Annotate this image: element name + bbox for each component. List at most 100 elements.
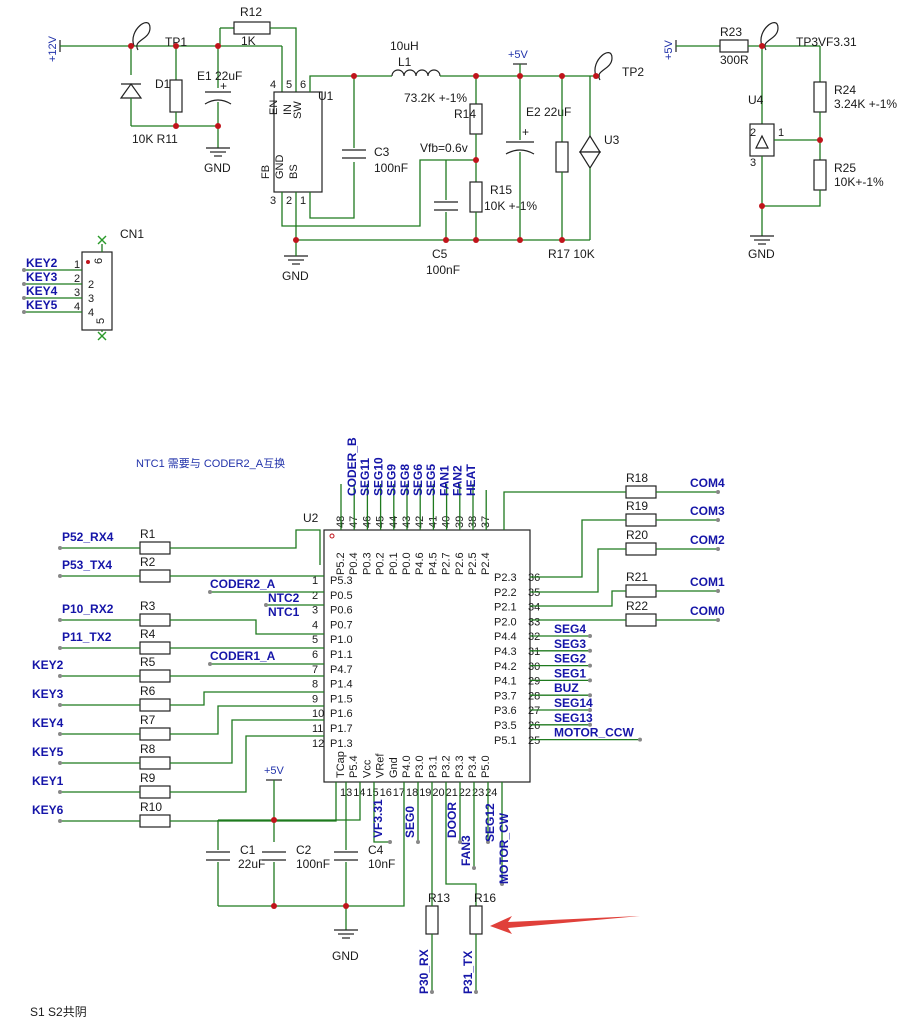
mcu-right-pin: P4.3 — [494, 646, 517, 658]
mcu-wiring — [58, 484, 720, 886]
left-net-label: P11_TX2 — [62, 630, 112, 644]
mcu-section: NTC1 需要与 CODER2_A互换 U2 P5.248P0.447P0.34… — [30, 437, 725, 1018]
left-net-label: NTC1 — [268, 605, 300, 619]
net-end-dot — [264, 603, 268, 607]
right-net-label: SEG14 — [554, 696, 593, 710]
right-resistor — [625, 513, 657, 527]
left-net-label: KEY6 — [32, 803, 64, 817]
mcu-left-pin-num: 10 — [312, 708, 324, 720]
mcu-top-pin: P4.6 — [414, 552, 426, 575]
mcu-right-pin-num: 27 — [528, 705, 540, 717]
left-net-label: P53_TX4 — [62, 558, 112, 572]
net-end-dot — [208, 662, 212, 666]
c3-value: 100nF — [374, 161, 408, 175]
svg-text:FB: FB — [260, 165, 272, 179]
left-net-label: KEY4 — [32, 716, 64, 730]
left-resistor — [139, 698, 171, 712]
mcu-top-pin: P2.6 — [454, 552, 466, 575]
e1-label: E1 22uF — [197, 69, 242, 83]
reference-section: +5V R23 300R TP3 VF3.31 R24 3.24K +-1% R… — [663, 22, 897, 261]
mcu-left-pin-num: 7 — [312, 664, 318, 676]
mcu-left-pin-num: 2 — [312, 590, 318, 602]
mcu-left-pin: P1.3 — [330, 738, 353, 750]
cn1-net-2: KEY3 — [26, 270, 58, 284]
cn1-net-3: KEY4 — [26, 284, 58, 298]
mcu-left-pin-num: 12 — [312, 738, 324, 750]
mcu-top-pin: P2.4 — [480, 552, 492, 575]
connector-cn1: CN1 6 5 KEY2 KEY3 KEY4 KEY5 1 2 3 4 2 3 … — [22, 227, 144, 341]
mcu-left-pin: P1.1 — [330, 649, 353, 661]
mcu-top-net: CODER_B — [345, 437, 359, 496]
cn1-net-1: KEY2 — [26, 256, 58, 270]
c2-value: 100nF — [296, 857, 330, 871]
svg-text:2: 2 — [750, 127, 756, 139]
mcu-bottom-pin-num: 20 — [432, 787, 444, 799]
svg-text:3: 3 — [88, 293, 94, 305]
net-end-dot — [58, 618, 62, 622]
net-end-dot — [716, 589, 720, 593]
mcu-right-pin-num: 35 — [528, 587, 540, 599]
right-resistor-label: R21 — [626, 570, 648, 584]
left-route — [170, 782, 337, 822]
u2-label: U2 — [303, 511, 319, 525]
l1-value: 10uH — [390, 39, 419, 53]
mcu-bottom-pin-num: 17 — [393, 787, 405, 799]
mcu-top-pin: P2.5 — [467, 552, 479, 575]
right-route — [530, 590, 626, 607]
mcu-top-pin: P2.7 — [441, 552, 453, 575]
net-end-dot — [458, 840, 462, 844]
mcu-right-pin: P5.1 — [494, 735, 517, 747]
left-resistor-label: R1 — [140, 527, 156, 541]
left-resistor-label: R8 — [140, 742, 156, 756]
gnd-label-2: GND — [282, 269, 309, 283]
c1-label: C1 — [240, 843, 256, 857]
mcu-right-pin-num: 25 — [528, 735, 540, 747]
com-net-label: COM0 — [690, 604, 725, 618]
mcu-bottom-pin-num: 19 — [419, 787, 431, 799]
l1-label: L1 — [398, 55, 412, 69]
mcu-left-pin: P4.7 — [330, 664, 353, 676]
mcu-right-pin: P3.7 — [494, 690, 517, 702]
r23-resistor — [719, 39, 749, 53]
mcu-right-pin-num: 28 — [528, 690, 540, 702]
cn1-net-4: KEY5 — [26, 298, 58, 312]
r11-resistor — [169, 79, 183, 113]
mcu-right-pin-num: 29 — [528, 676, 540, 688]
right-net-label: SEG4 — [554, 622, 586, 636]
svg-text:BS: BS — [288, 164, 300, 179]
c1-value: 22uF — [238, 857, 265, 871]
left-resistor — [139, 727, 171, 741]
r13-label: R13 — [428, 891, 450, 905]
mcu-bottom-pin: Gnd — [388, 757, 400, 778]
mcu-top-pin: P0.3 — [361, 552, 373, 575]
r15-resistor — [469, 181, 483, 213]
u1-chip — [273, 91, 323, 193]
svg-text:IN: IN — [282, 104, 294, 115]
right-net-label: SEG1 — [554, 666, 586, 680]
right-route — [530, 548, 626, 593]
r25-value: 10K+-1% — [834, 175, 884, 189]
r11-label: 10K R11 — [132, 132, 178, 146]
mcu-bottom-pin-num: 16 — [380, 787, 392, 799]
svg-text:1: 1 — [74, 259, 80, 271]
left-resistor — [139, 613, 171, 627]
net-end-dot — [716, 618, 720, 622]
tp1-label: TP1 — [165, 35, 187, 49]
mcu-top-pin: P0.4 — [348, 552, 360, 575]
bottom-net-label: SEG12 — [483, 803, 497, 842]
mcu-left-pin: P1.6 — [330, 708, 353, 720]
r24-resistor — [813, 81, 827, 113]
right-route — [530, 519, 626, 578]
c4-value: 10nF — [368, 857, 395, 871]
mcu-right-pin-num: 33 — [528, 616, 540, 628]
right-resistor — [625, 485, 657, 499]
left-resistor-label: R10 — [140, 800, 162, 814]
net-end-dot — [588, 663, 592, 668]
mcu-right-pin-num: 30 — [528, 661, 540, 673]
svg-text:SW: SW — [292, 101, 304, 119]
tp2-label: TP2 — [622, 65, 644, 79]
r17-label: R17 10K — [548, 247, 595, 261]
u2-chip — [323, 529, 531, 783]
